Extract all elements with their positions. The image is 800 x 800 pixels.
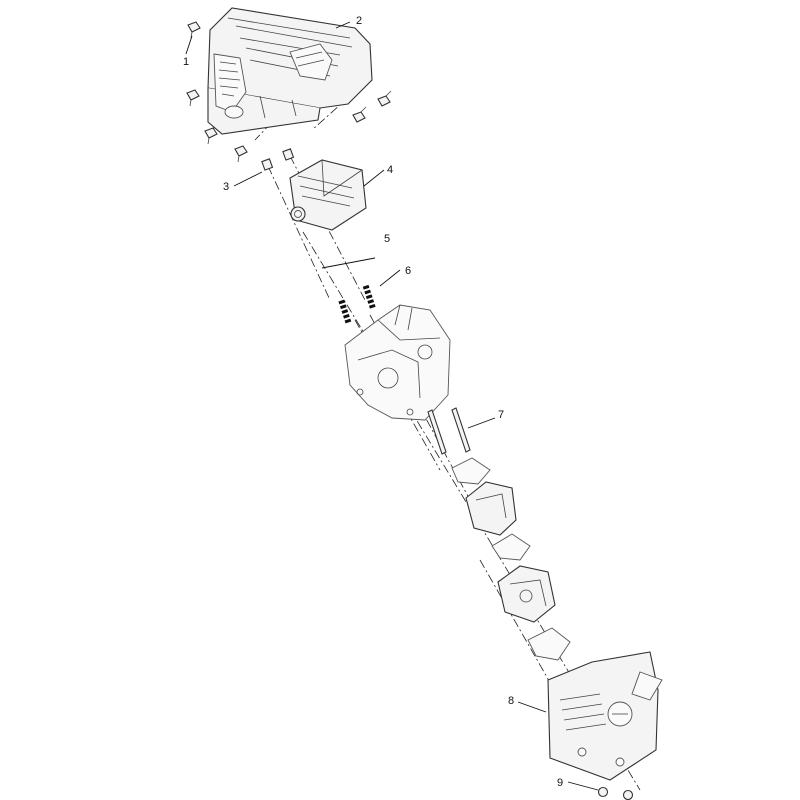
callout-7: 7 bbox=[498, 409, 504, 421]
lower-cover bbox=[547, 651, 663, 781]
callout-6: 6 bbox=[405, 265, 411, 277]
callout-5: 5 bbox=[384, 233, 390, 245]
callout-1: 1 bbox=[183, 56, 189, 68]
cover-screws bbox=[597, 786, 634, 800]
callout-4: 4 bbox=[387, 164, 393, 176]
callout-8: 8 bbox=[508, 695, 514, 707]
callout-labels: 1 2 3 4 5 6 7 8 9 bbox=[183, 15, 563, 789]
intake-components bbox=[451, 457, 571, 661]
callout-3: 3 bbox=[223, 181, 229, 193]
engine-block bbox=[344, 304, 451, 421]
carburetor-studs bbox=[427, 407, 471, 455]
shroud-cover bbox=[207, 7, 373, 135]
muffler-gasket bbox=[321, 257, 376, 269]
muffler-studs bbox=[338, 284, 376, 324]
muffler-nuts bbox=[261, 148, 295, 171]
shroud-bolts bbox=[186, 21, 392, 163]
callout-9: 9 bbox=[557, 777, 563, 789]
muffler bbox=[289, 159, 367, 231]
callout-2: 2 bbox=[356, 15, 362, 27]
leader-lines bbox=[185, 21, 599, 791]
